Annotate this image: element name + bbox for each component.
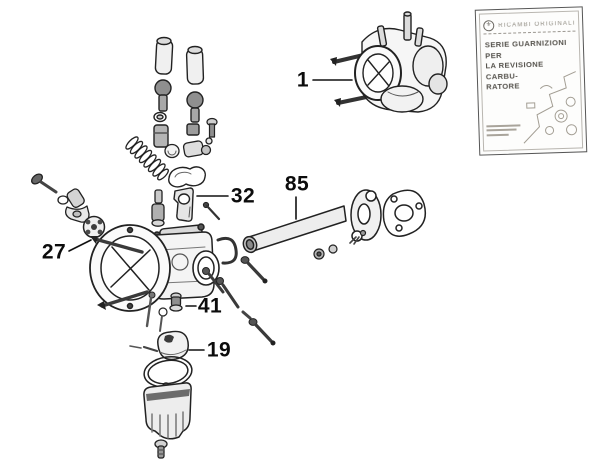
card-smallprint-lines — [486, 123, 521, 139]
part-carburetor-assembly — [330, 11, 448, 113]
part-top-cover-gasket — [168, 166, 206, 188]
part-jet-cap-column-left — [153, 36, 174, 148]
leader-line-27 — [68, 239, 92, 252]
part-jet-needle — [202, 201, 221, 221]
part-clamp-ring — [216, 236, 238, 265]
part-intake-tube — [242, 189, 382, 254]
part-banjo-union-group — [31, 173, 90, 223]
callout-label-85: 85 — [284, 172, 310, 196]
callout-label-19: 19 — [206, 338, 232, 362]
part-float — [129, 330, 189, 361]
part-needle-clip-cluster — [164, 137, 213, 159]
part-lower-screws — [240, 256, 276, 346]
part-needle-valve-column — [151, 189, 165, 227]
part-side-screws — [202, 267, 240, 309]
part-float-hinge-pins — [145, 291, 168, 332]
part-jet-cap-column-right — [185, 45, 205, 136]
callout-label-41: 41 — [197, 294, 223, 318]
part-fuel-filter-disc — [82, 215, 106, 239]
part-coil-spring — [125, 136, 169, 181]
part-carburetor-body — [89, 223, 220, 312]
callout-label-27: 27 — [41, 240, 67, 264]
card-header: ⚜ RICAMBI ORIGINALI — [483, 15, 576, 35]
part-small-screw-top — [206, 117, 218, 138]
part-needle-valve-nut — [169, 292, 183, 312]
gasket-kit-card: ⚜ RICAMBI ORIGINALI SERIE GUARNIZIONI PE… — [474, 6, 588, 156]
part-small-nuts — [313, 229, 367, 260]
callout-label-32: 32 — [230, 184, 256, 208]
part-throttle-slide — [173, 187, 194, 222]
card-brand-text: RICAMBI ORIGINALI — [498, 20, 576, 29]
card-gasket-sketch-icon — [523, 71, 578, 144]
part-flange-gasket — [382, 189, 427, 237]
brand-logo-icon: ⚜ — [483, 20, 495, 32]
callout-label-1: 1 — [296, 68, 310, 92]
part-bowl-screw — [154, 439, 168, 459]
card-title-line-1: SERIE GUARNIZIONI PER — [484, 37, 567, 60]
part-float-bowl — [143, 382, 192, 440]
